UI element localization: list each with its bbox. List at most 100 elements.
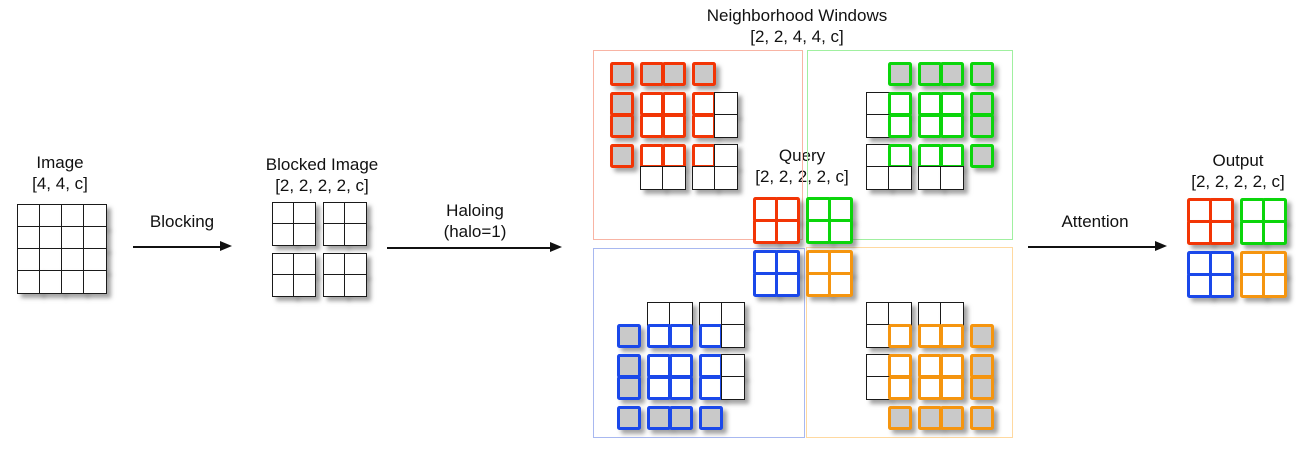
image-grid-outside-window-cell-black-outline xyxy=(83,270,107,294)
output-shape: [2, 2, 2, 2, c] xyxy=(1191,172,1285,191)
window-green-outside-window-cell-black-outline xyxy=(866,144,890,168)
window-green-outside-window-cell-black-outline xyxy=(866,114,890,138)
blocked-block-tr-outside-window-cell-black-outline xyxy=(344,202,367,225)
attention-arrow-line xyxy=(1028,246,1157,248)
window-orange-window-cell-white xyxy=(918,324,942,348)
window-green-window-cell-white xyxy=(918,92,942,116)
window-orange-outside-window-cell-black-outline xyxy=(940,302,964,326)
blocked-block-tl-outside-window-cell-black-outline xyxy=(293,202,316,225)
query-block-red-window-cell-white xyxy=(775,219,800,244)
query-block-blue-window-cell-white xyxy=(775,272,800,297)
blocked-block-tr-outside-window-cell-black-outline xyxy=(323,223,346,246)
blocked-block-br-outside-window-cell-black-outline xyxy=(323,274,346,297)
window-orange-halo-padding-cell-gray xyxy=(970,354,994,378)
image-grid-outside-window-cell-black-outline xyxy=(61,270,85,294)
neighborhood-windows-title: Neighborhood Windows xyxy=(706,6,888,25)
window-green-halo-padding-cell-gray xyxy=(940,62,964,86)
window-red-halo-padding-cell-gray xyxy=(610,62,634,86)
window-green-window-cell-white xyxy=(940,144,964,168)
window-orange-outside-window-cell-black-outline xyxy=(866,302,890,326)
window-green-outside-window-cell-black-outline xyxy=(940,166,964,190)
window-orange-halo-padding-cell-gray xyxy=(888,406,912,430)
output-block-green-window-cell-white xyxy=(1240,198,1265,223)
window-blue-window-cell-white xyxy=(669,376,693,400)
window-orange-window-cell-white xyxy=(888,354,912,378)
window-red-halo-padding-cell-gray xyxy=(662,62,686,86)
window-red-outside-window-cell-black-outline xyxy=(714,144,738,168)
window-orange-window-cell-white xyxy=(918,354,942,378)
output-block-orange-window-cell-white xyxy=(1262,251,1287,276)
window-blue-window-cell-white xyxy=(699,376,723,400)
window-blue-window-cell-white xyxy=(647,324,671,348)
window-blue-halo-padding-cell-gray xyxy=(699,406,723,430)
window-blue-halo-padding-cell-gray xyxy=(647,406,671,430)
haloing-arrow-label-line2: (halo=1) xyxy=(443,222,507,241)
window-orange-outside-window-cell-black-outline xyxy=(866,324,890,348)
neighborhood-windows-label: Neighborhood Windows [2, 2, 4, 4, c] xyxy=(707,5,888,47)
blocked-image-shape: [2, 2, 2, 2, c] xyxy=(275,176,369,195)
window-orange-window-cell-white xyxy=(888,324,912,348)
blocked-block-bl-outside-window-cell-black-outline xyxy=(293,253,316,276)
window-orange-outside-window-cell-black-outline xyxy=(888,302,912,326)
query-title: Query xyxy=(778,146,826,165)
image-grid-outside-window-cell-black-outline xyxy=(17,270,41,294)
image-label: Image [4, 4, c] xyxy=(32,152,88,194)
window-blue-window-cell-white xyxy=(699,324,723,348)
image-grid-outside-window-cell-black-outline xyxy=(39,204,63,228)
frame-red xyxy=(593,50,803,240)
window-blue-outside-window-cell-black-outline xyxy=(721,324,745,348)
window-green-window-cell-white xyxy=(940,92,964,116)
window-orange-halo-padding-cell-gray xyxy=(970,324,994,348)
window-orange-outside-window-cell-black-outline xyxy=(866,376,890,400)
window-green-window-cell-white xyxy=(918,114,942,138)
window-red-halo-padding-cell-gray xyxy=(610,144,634,168)
window-green-halo-padding-cell-gray xyxy=(918,62,942,86)
window-orange-halo-padding-cell-gray xyxy=(970,376,994,400)
attention-arrow-head-icon xyxy=(1155,241,1167,251)
blocking-arrow-label: Blocking xyxy=(149,212,215,231)
blocked-block-bl-outside-window-cell-black-outline xyxy=(272,253,295,276)
window-blue-outside-window-cell-black-outline xyxy=(669,302,693,326)
window-red-window-cell-white xyxy=(662,144,686,168)
window-orange-outside-window-cell-black-outline xyxy=(866,354,890,378)
window-blue-window-cell-white xyxy=(647,376,671,400)
frame-orange xyxy=(806,247,1013,438)
window-blue-halo-padding-cell-gray xyxy=(617,406,641,430)
output-block-red-window-cell-white xyxy=(1209,220,1234,245)
query-block-green-window-cell-white xyxy=(828,219,853,244)
image-grid-outside-window-cell-black-outline xyxy=(17,226,41,250)
window-red-window-cell-white xyxy=(640,114,664,138)
blocked-block-tl-outside-window-cell-black-outline xyxy=(272,202,295,225)
window-blue-halo-padding-cell-gray xyxy=(669,406,693,430)
output-label: Output [2, 2, 2, 2, c] xyxy=(1191,150,1285,192)
haloing-arrow-label-line1: Haloing xyxy=(446,201,504,220)
image-title: Image xyxy=(36,153,84,172)
window-red-window-cell-white xyxy=(662,92,686,116)
window-red-halo-padding-cell-gray xyxy=(692,62,716,86)
window-green-window-cell-white xyxy=(940,114,964,138)
window-red-outside-window-cell-black-outline xyxy=(692,166,716,190)
image-grid-outside-window-cell-black-outline xyxy=(39,248,63,272)
window-green-window-cell-white xyxy=(888,92,912,116)
blocked-block-br-outside-window-cell-black-outline xyxy=(323,253,346,276)
window-green-halo-padding-cell-gray xyxy=(888,62,912,86)
window-red-outside-window-cell-black-outline xyxy=(714,92,738,116)
frame-green xyxy=(807,50,1013,240)
query-block-orange-window-cell-white xyxy=(828,272,853,297)
image-grid-outside-window-cell-black-outline xyxy=(83,248,107,272)
window-red-halo-padding-cell-gray xyxy=(640,62,664,86)
attention-arrow-label: Attention xyxy=(1061,212,1129,231)
window-orange-window-cell-white xyxy=(940,324,964,348)
window-blue-window-cell-white xyxy=(669,354,693,378)
output-block-green-window-cell-white xyxy=(1262,198,1287,223)
window-green-halo-padding-cell-gray xyxy=(970,62,994,86)
window-red-window-cell-white xyxy=(692,114,716,138)
blocked-block-tl-outside-window-cell-black-outline xyxy=(272,223,295,246)
window-blue-outside-window-cell-black-outline xyxy=(699,302,723,326)
window-green-window-cell-white xyxy=(918,144,942,168)
window-blue-outside-window-cell-black-outline xyxy=(721,354,745,378)
window-red-window-cell-white xyxy=(640,144,664,168)
haloing-arrow-label: Haloing (halo=1) xyxy=(444,200,507,242)
query-block-red-window-cell-white xyxy=(753,219,778,244)
window-red-outside-window-cell-black-outline xyxy=(714,114,738,138)
